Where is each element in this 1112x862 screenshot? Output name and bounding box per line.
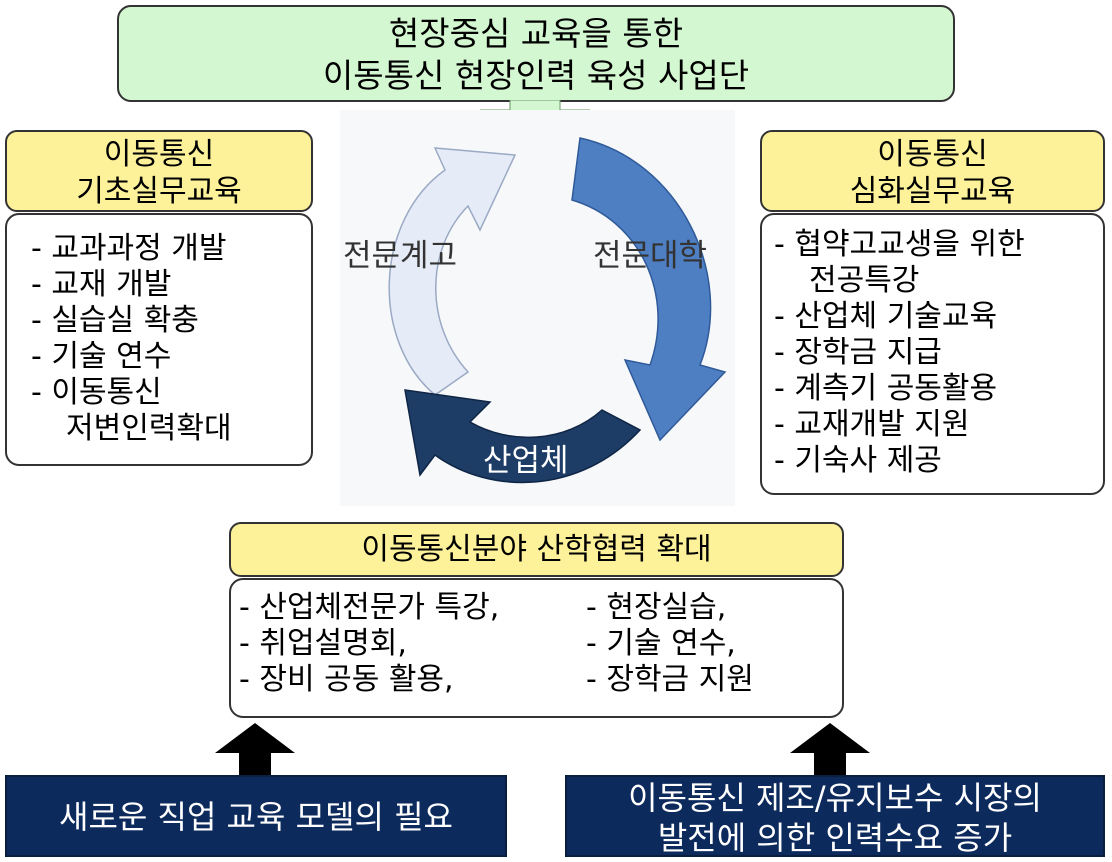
list-item: - 실습실 확충	[31, 303, 199, 338]
list-item: - 기술 연수,	[586, 626, 736, 661]
left-list-box: - 교과과정 개발 - 교재 개발 - 실습실 확충 - 기술 연수 - 이동통…	[5, 213, 313, 466]
cycle-arrow-left	[388, 147, 517, 396]
middle-list-box: - 산업체전문가 특강, - 취업설명회, - 장비 공동 활용, - 현장실습…	[229, 578, 844, 718]
left-title-line-2: 기초실무교육	[76, 174, 242, 209]
up-arrow-right-icon	[790, 723, 870, 775]
list-item: - 장비 공동 활용,	[239, 662, 454, 697]
list-item: 저변인력확대	[66, 411, 232, 446]
middle-title: 이동통신분야 산학협력 확대	[361, 532, 712, 567]
left-title-box: 이동통신 기초실무교육	[5, 130, 313, 212]
list-item: - 협약고교생을 위한	[774, 227, 1025, 262]
cycle-label-left: 전문계고	[343, 238, 458, 274]
right-title-box: 이동통신 심화실무교육	[760, 130, 1105, 212]
bottom-right-line-2: 발전에 의한 인력수요 증가	[657, 819, 1013, 857]
list-item: - 취업설명회,	[239, 626, 407, 661]
list-item: - 기술 연수	[31, 339, 172, 374]
up-arrow-left-icon	[215, 723, 295, 775]
left-title-line-1: 이동통신	[103, 137, 215, 172]
right-list-box: - 협약고교생을 위한 전공특강 - 산업체 기술교육 - 장학금 지급 - 계…	[760, 213, 1105, 495]
bottom-right-line-1: 이동통신 제조/유지보수 시장의	[628, 779, 1042, 817]
bottom-right-box: 이동통신 제조/유지보수 시장의 발전에 의한 인력수요 증가	[565, 775, 1105, 857]
bottom-left-text: 새로운 직업 교육 모델의 필요	[59, 798, 453, 836]
list-item: - 계측기 공동활용	[774, 371, 998, 406]
cycle-diagram: 전문계고 전문대학 산업체	[340, 110, 735, 506]
list-item: - 교재개발 지원	[774, 407, 970, 442]
bottom-left-box: 새로운 직업 교육 모델의 필요	[5, 775, 507, 857]
right-title-line-2: 심화실무교육	[849, 174, 1016, 209]
cycle-arrow-bottom	[404, 389, 642, 484]
list-item: - 현장실습,	[586, 590, 727, 625]
cycle-label-right: 전문대학	[593, 238, 708, 274]
header-line-1: 현장중심 교육을 통한	[388, 14, 684, 53]
right-title-line-1: 이동통신	[877, 137, 988, 172]
list-item: - 장학금 지원	[586, 662, 754, 697]
header-box: 현장중심 교육을 통한 이동통신 현장인력 육성 사업단	[117, 5, 955, 102]
header-line-2: 이동통신 현장인력 육성 사업단	[322, 56, 750, 95]
list-item: 전공특강	[809, 263, 920, 298]
list-item: - 산업체전문가 특강,	[239, 590, 500, 625]
list-item: - 장학금 지급	[774, 335, 942, 370]
cycle-arrow-right	[571, 137, 727, 442]
list-item: - 산업체 기술교육	[774, 299, 998, 334]
list-item: - 이동통신	[31, 375, 162, 410]
list-item: - 교재 개발	[31, 267, 172, 302]
middle-title-box: 이동통신분야 산학협력 확대	[229, 522, 844, 577]
cycle-label-bottom: 산업체	[483, 443, 569, 479]
list-item: - 기숙사 제공	[774, 443, 942, 478]
list-item: - 교과과정 개발	[31, 231, 227, 266]
